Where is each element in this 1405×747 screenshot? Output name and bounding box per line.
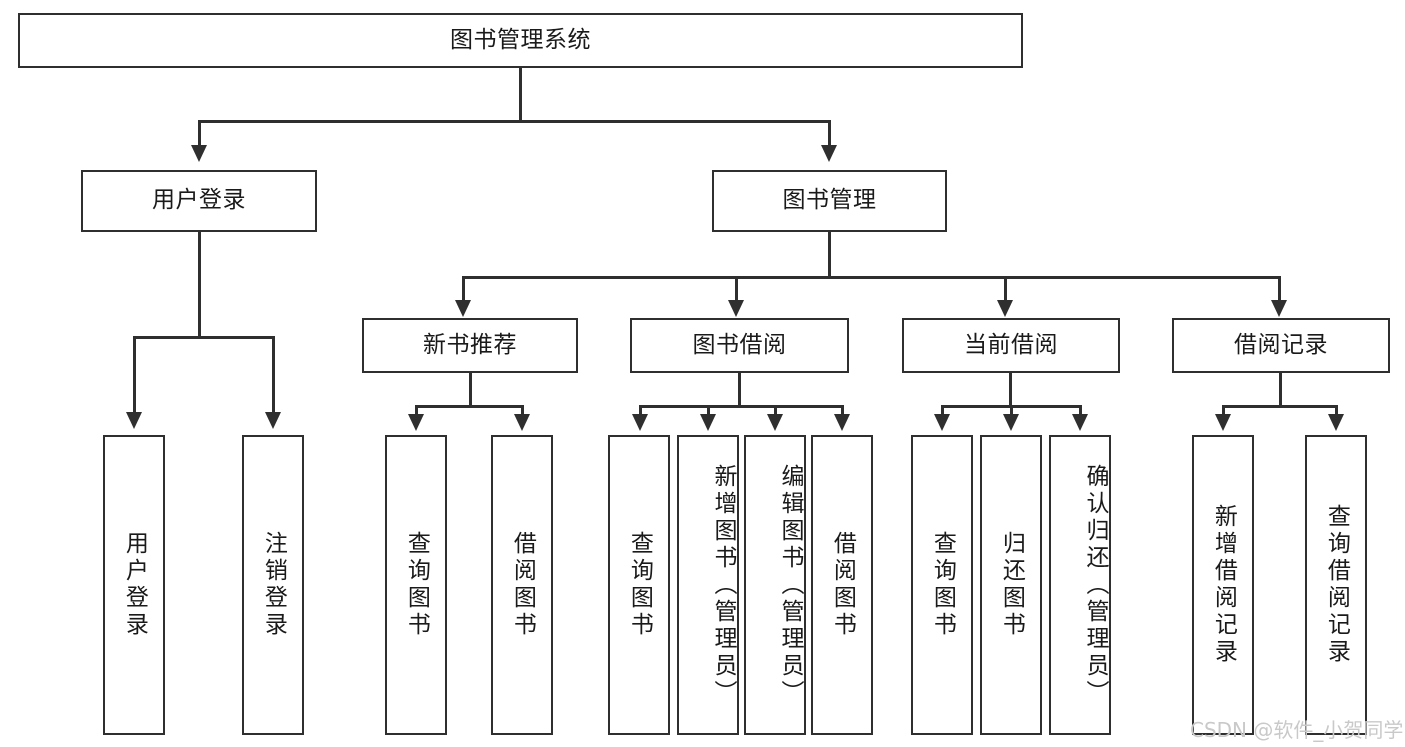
arrow-to-new-book-recommend bbox=[455, 300, 471, 317]
watermark: CSDN @软件_小贺同学 bbox=[1190, 718, 1404, 742]
edge-bm-to-new-book bbox=[462, 276, 465, 302]
node-book-borrow[interactable]: 图书借阅 bbox=[630, 318, 849, 373]
node-label: 图书管理 bbox=[782, 187, 877, 214]
edge-user-login-stem bbox=[198, 232, 201, 338]
edge-new-book-bus bbox=[415, 405, 523, 408]
edge-cb-leaf2 bbox=[1010, 405, 1013, 417]
edge-nb-leaf2 bbox=[521, 405, 524, 417]
arrow-to-bb-borrow-book bbox=[834, 414, 850, 431]
edge-root-bus bbox=[198, 120, 830, 123]
leaf-cb-query-book[interactable]: 查询图书 bbox=[911, 435, 973, 735]
arrow-to-book-borrow bbox=[728, 300, 744, 317]
arrow-to-br-add-record bbox=[1215, 414, 1231, 431]
arrow-to-leaf-user-login bbox=[126, 412, 142, 429]
leaf-nbr-query-book[interactable]: 查询图书 bbox=[385, 435, 447, 735]
leaf-logout[interactable]: 注销登录 bbox=[242, 435, 304, 735]
edge-book-borrow-stem bbox=[738, 373, 741, 407]
leaf-bb-add-book[interactable]: 新增图书（管理员） bbox=[677, 435, 739, 735]
edge-nb-leaf1 bbox=[415, 405, 418, 417]
leaf-br-query-record[interactable]: 查询借阅记录 bbox=[1305, 435, 1367, 735]
edge-new-book-stem bbox=[469, 373, 472, 407]
node-new-book-recommend[interactable]: 新书推荐 bbox=[362, 318, 578, 373]
edge-book-borrow-bus bbox=[639, 405, 844, 408]
edge-bb-leaf4 bbox=[841, 405, 844, 417]
leaf-cb-confirm-return[interactable]: 确认归还（管理员） bbox=[1049, 435, 1111, 735]
node-label: 查询借阅记录 bbox=[1323, 504, 1350, 666]
node-label: 借阅记录 bbox=[1234, 331, 1328, 358]
edge-user-login-leaf2 bbox=[272, 336, 275, 414]
arrow-to-borrow-record bbox=[1271, 300, 1287, 317]
edge-bm-to-book-borrow bbox=[735, 276, 738, 302]
node-label: 确认归还（管理员） bbox=[1082, 463, 1108, 707]
arrow-to-user-login bbox=[191, 145, 207, 162]
node-label: 图书借阅 bbox=[692, 331, 787, 358]
node-label: 用户登录 bbox=[152, 187, 246, 214]
arrow-to-leaf-logout bbox=[265, 412, 281, 429]
leaf-bb-borrow-book[interactable]: 借阅图书 bbox=[811, 435, 873, 735]
node-label: 用户登录 bbox=[121, 531, 148, 639]
node-label: 查询图书 bbox=[626, 531, 653, 639]
edge-bb-leaf1 bbox=[639, 405, 642, 417]
edge-root-stem bbox=[519, 68, 522, 121]
edge-cb-leaf3 bbox=[1079, 405, 1082, 417]
edge-borrow-record-bus bbox=[1222, 405, 1337, 408]
leaf-user-login[interactable]: 用户登录 bbox=[103, 435, 165, 735]
node-label: 借阅图书 bbox=[829, 531, 856, 639]
edge-bb-leaf2 bbox=[707, 405, 710, 417]
node-label: 新书推荐 bbox=[423, 331, 517, 358]
edge-root-to-user-login bbox=[198, 120, 201, 147]
node-label: 新增图书（管理员） bbox=[710, 463, 736, 707]
leaf-nbr-borrow-book[interactable]: 借阅图书 bbox=[491, 435, 553, 735]
arrow-to-br-query-record bbox=[1328, 414, 1344, 431]
leaf-bb-query-book[interactable]: 查询图书 bbox=[608, 435, 670, 735]
edge-bm-to-borrow-record bbox=[1278, 276, 1281, 302]
edge-user-login-leaf1 bbox=[133, 336, 136, 414]
node-label: 当前借阅 bbox=[964, 331, 1058, 358]
edge-bb-leaf3 bbox=[774, 405, 777, 417]
edge-br-leaf2 bbox=[1335, 405, 1338, 417]
arrow-to-nb-query-book bbox=[408, 414, 424, 431]
leaf-cb-return-book[interactable]: 归还图书 bbox=[980, 435, 1042, 735]
node-label: 注销登录 bbox=[260, 531, 287, 639]
arrow-to-book-management bbox=[821, 145, 837, 162]
leaf-br-add-record[interactable]: 新增借阅记录 bbox=[1192, 435, 1254, 735]
node-root-book-management-system[interactable]: 图书管理系统 bbox=[18, 13, 1023, 68]
node-current-borrow[interactable]: 当前借阅 bbox=[902, 318, 1120, 373]
node-borrow-record[interactable]: 借阅记录 bbox=[1172, 318, 1390, 373]
edge-book-management-bus bbox=[462, 276, 1281, 279]
arrow-to-cb-query-book bbox=[934, 414, 950, 431]
node-user-login[interactable]: 用户登录 bbox=[81, 170, 317, 232]
leaf-bb-edit-book[interactable]: 编辑图书（管理员） bbox=[744, 435, 806, 735]
arrow-to-cb-confirm-return bbox=[1072, 414, 1088, 431]
node-label: 查询图书 bbox=[929, 531, 956, 639]
arrow-to-bb-add-book bbox=[700, 414, 716, 431]
edge-borrow-record-stem bbox=[1279, 373, 1282, 407]
edge-bm-to-current-borrow bbox=[1004, 276, 1007, 302]
edge-book-management-stem bbox=[828, 232, 831, 278]
edge-cb-leaf1 bbox=[941, 405, 944, 417]
node-book-management[interactable]: 图书管理 bbox=[712, 170, 947, 232]
edge-root-to-book-management bbox=[828, 120, 831, 147]
node-label: 查询图书 bbox=[403, 531, 430, 639]
node-label: 图书管理系统 bbox=[450, 26, 591, 53]
node-label: 借阅图书 bbox=[509, 531, 536, 639]
node-label: 新增借阅记录 bbox=[1210, 504, 1237, 666]
node-label: 归还图书 bbox=[998, 531, 1025, 639]
arrow-to-nb-borrow-book bbox=[514, 414, 530, 431]
arrow-to-bb-edit-book bbox=[767, 414, 783, 431]
arrow-to-current-borrow bbox=[997, 300, 1013, 317]
arrow-to-bb-query-book bbox=[632, 414, 648, 431]
edge-current-borrow-stem bbox=[1009, 373, 1012, 407]
edge-br-leaf1 bbox=[1222, 405, 1225, 417]
edge-user-login-bus bbox=[133, 336, 275, 339]
arrow-to-cb-return-book bbox=[1003, 414, 1019, 431]
node-label: 编辑图书（管理员） bbox=[777, 463, 803, 707]
